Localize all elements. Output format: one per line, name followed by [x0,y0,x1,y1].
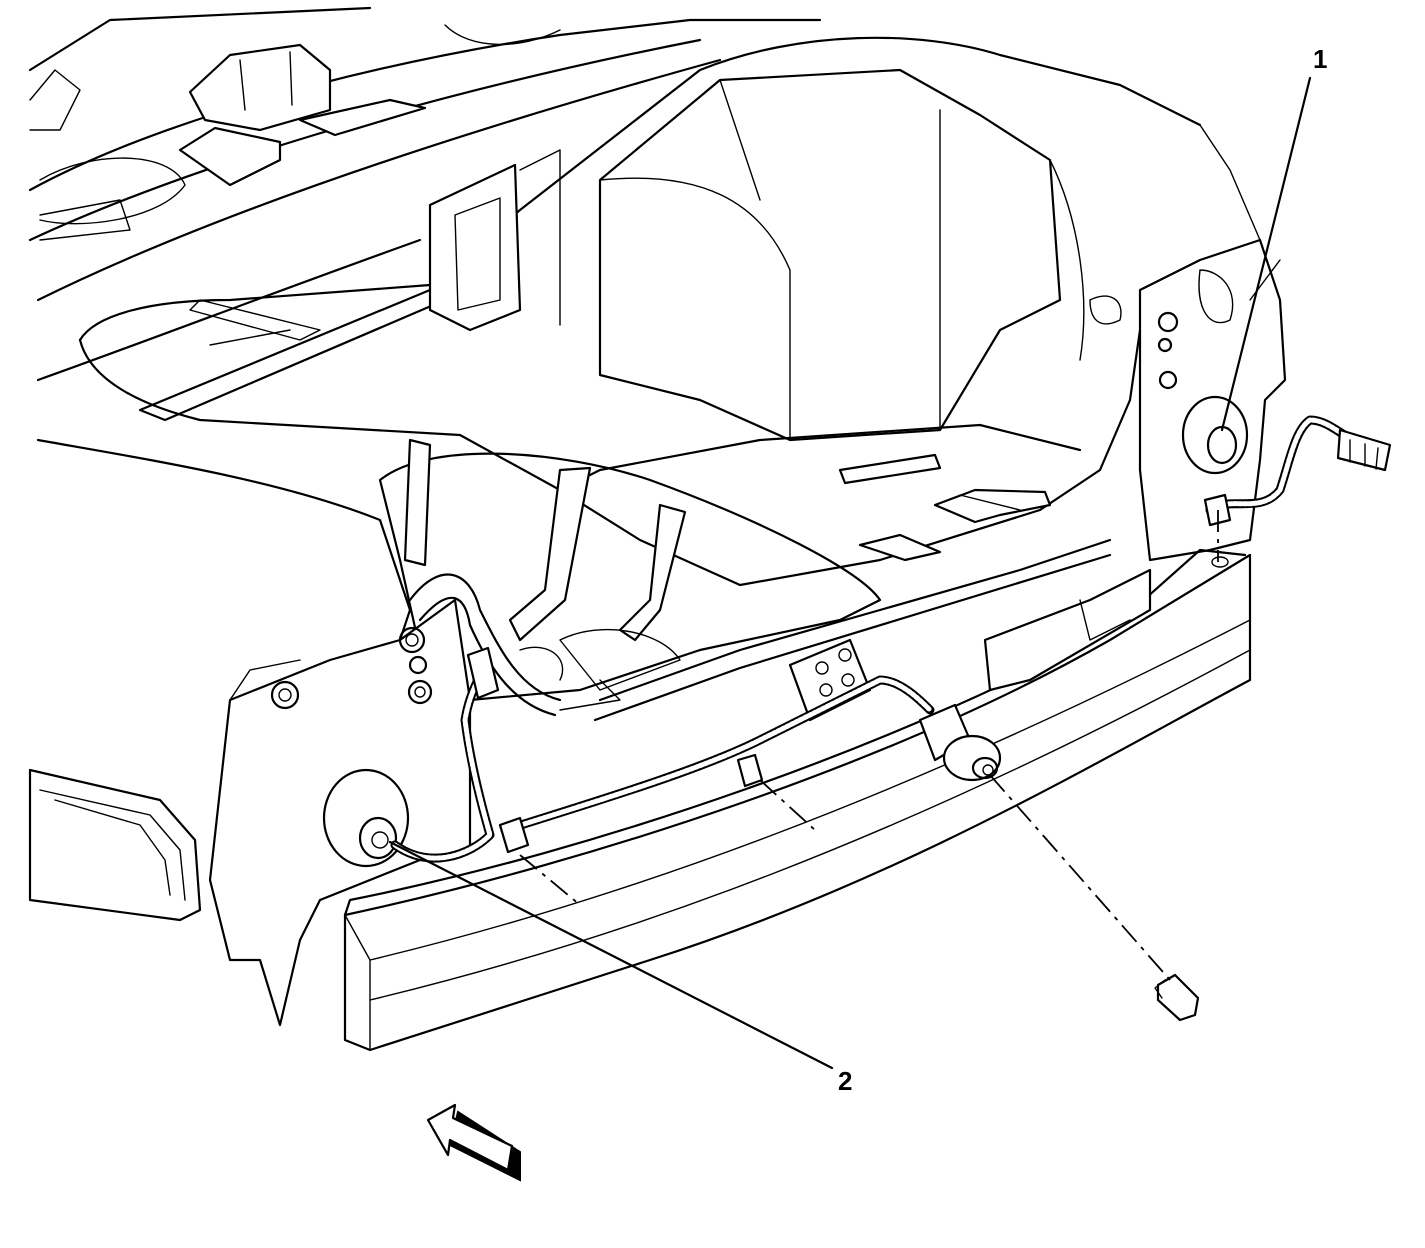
callout-2: 2 [388,840,852,1096]
left-rear-panel [28,438,472,1027]
installation-lines [519,510,1219,981]
callout-1-label: 1 [1313,44,1327,74]
callout-2-label: 2 [838,1066,852,1096]
package-shelf [28,6,822,382]
right-rear-panel [1089,124,1287,562]
license-lamp-socket [918,703,1002,782]
license-lamp-harness [390,415,1392,863]
front-of-vehicle-arrow-icon [426,1103,521,1182]
callout-1: 1 [1220,44,1327,432]
license-lamp-bulb [1154,973,1200,1022]
trunk-interior [428,68,1112,722]
spare-tire-well [378,438,882,711]
